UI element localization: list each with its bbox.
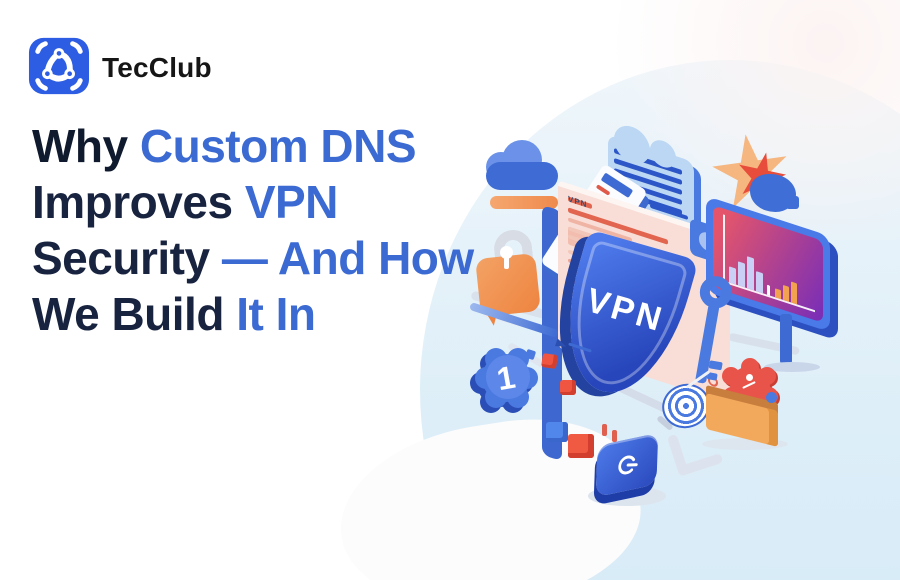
hero-illustration: VPN [450, 120, 880, 550]
bar-chart-panel-icon [706, 195, 846, 376]
title-line-1: Why Custom DNS [32, 118, 512, 174]
page-title: Why Custom DNS Improves VPN Security — A… [32, 118, 512, 342]
title-line-2: Improves VPN [32, 174, 512, 230]
title-segment-accent: It In [236, 288, 316, 340]
cloud-icon [484, 138, 564, 230]
cube-icon [541, 353, 558, 369]
coin-box-icon [702, 358, 798, 454]
star-badge-icon [712, 134, 808, 224]
cube-icon [546, 422, 568, 442]
title-segment-accent: Custom DNS [139, 120, 417, 172]
number-one-badge-icon: 1 [474, 346, 538, 410]
cube-icon [560, 380, 576, 395]
title-segment: Security [32, 232, 222, 284]
cube-icon [568, 434, 594, 458]
power-button-icon [595, 432, 659, 498]
brand-logo-icon[interactable] [28, 36, 90, 96]
lock-icon [475, 228, 556, 326]
dash-mark [602, 424, 607, 436]
title-segment: Improves [32, 176, 245, 228]
brand-name: TecClub [102, 52, 212, 83]
dash-mark [612, 430, 617, 442]
title-segment-accent: VPN [244, 176, 339, 228]
title-segment: Why [32, 120, 140, 172]
title-segment-accent: — And How [221, 232, 474, 284]
title-line-4: We Build It In [32, 286, 512, 342]
title-segment: We Build [32, 288, 237, 340]
title-line-3: Security — And How [32, 230, 512, 286]
vpn-shield-label: VPN [582, 280, 669, 339]
